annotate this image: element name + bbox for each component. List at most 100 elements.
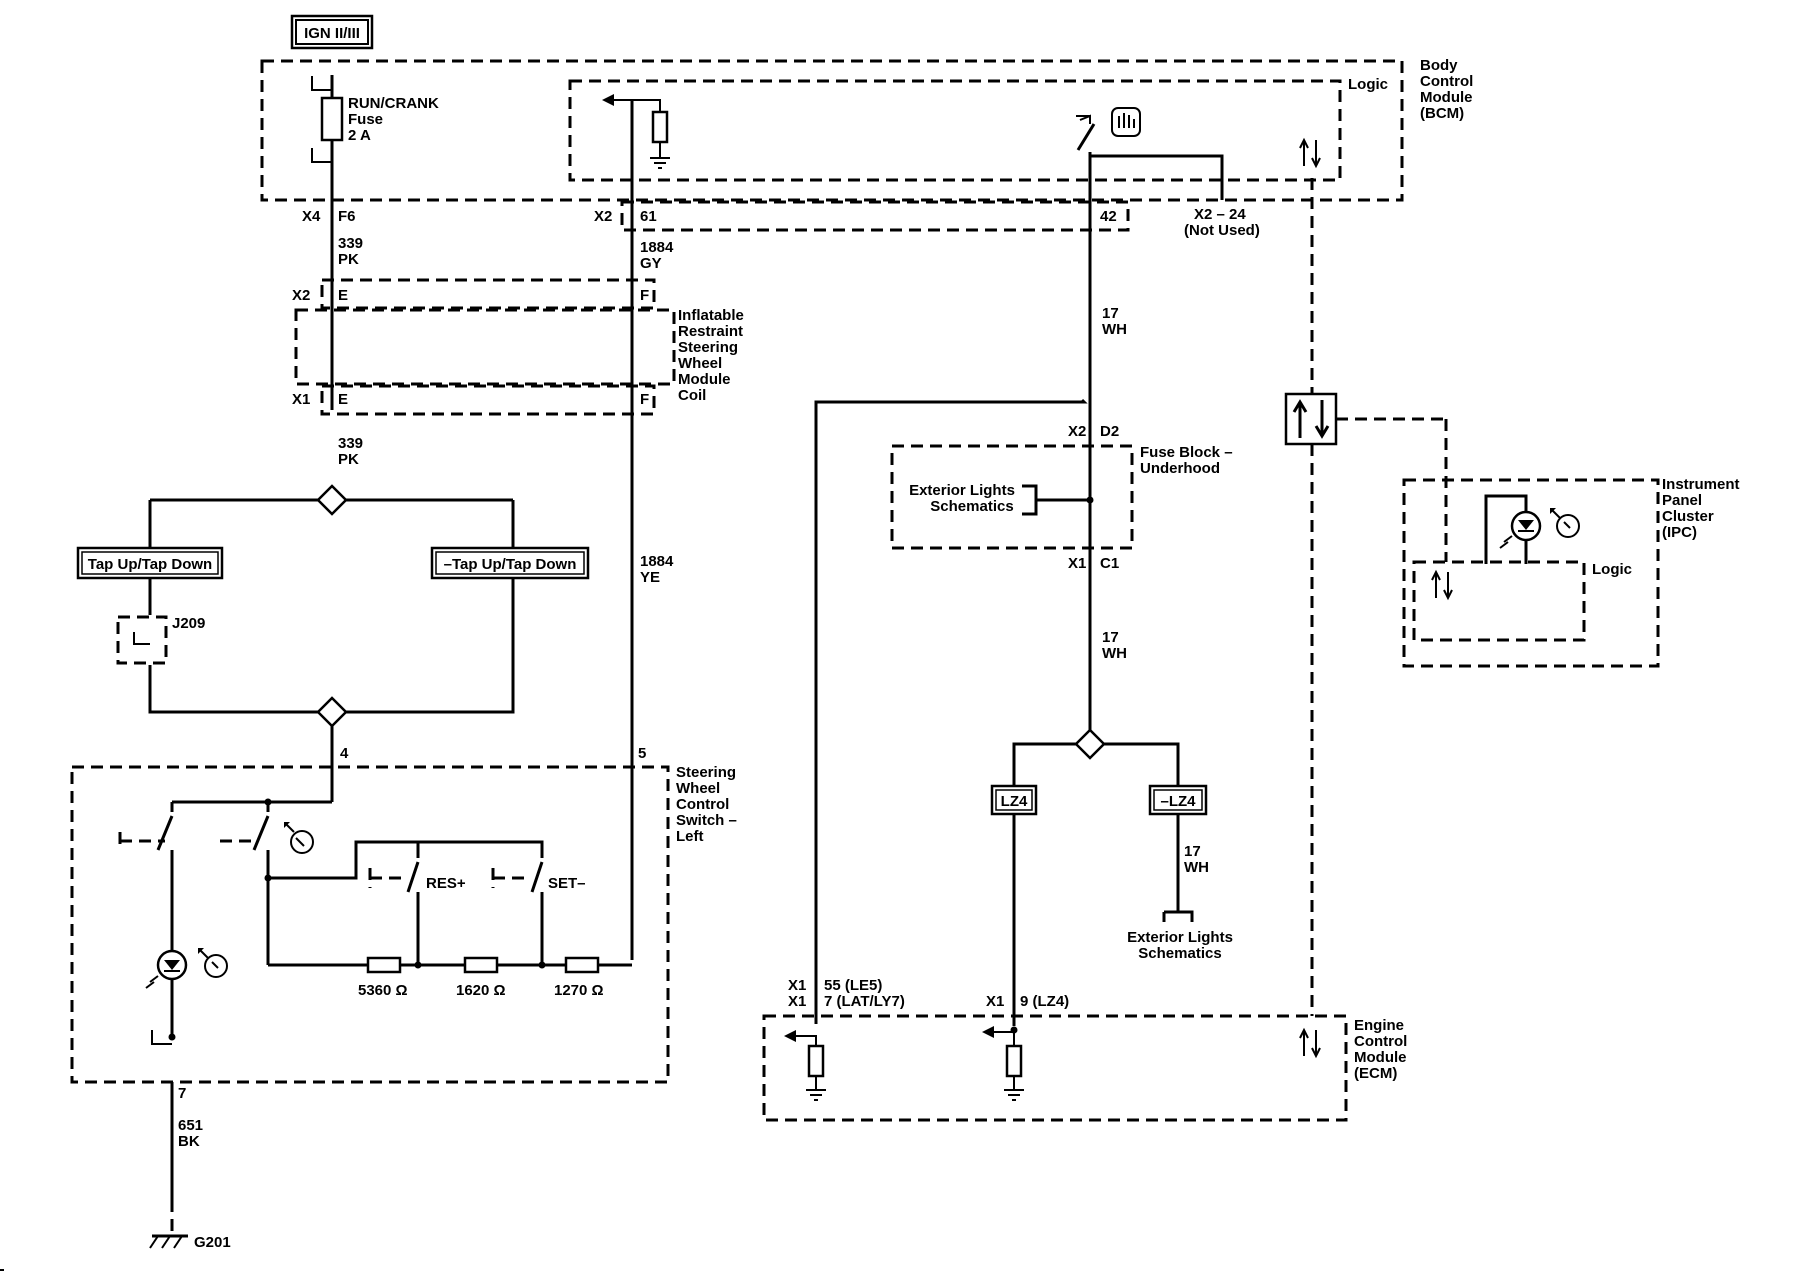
svg-text:Fuse: Fuse — [348, 111, 383, 128]
bcm-f6-label: F6 — [338, 208, 356, 225]
tap-updown-right-box: –Tap Up/Tap Down — [430, 546, 590, 580]
svg-text:Wheel: Wheel — [676, 780, 720, 797]
bcm-x2-24-label: X2 – 24 — [1194, 206, 1246, 223]
svg-text:17: 17 — [1102, 629, 1119, 646]
run-crank-fuse — [311, 75, 344, 410]
wire-1884-top-label: 1884 GY — [640, 239, 674, 272]
fuse-block-label: Fuse Block – Underhood — [1140, 444, 1233, 477]
coil-e-top: E — [338, 287, 348, 304]
wire-339-top-label: 339 PK — [338, 235, 363, 268]
ecm-pin9-label: 9 (LZ4) — [1020, 993, 1069, 1010]
ign-power-label: IGN II/III — [290, 14, 374, 50]
ecm-input-2 — [982, 1026, 1024, 1101]
svg-text:LZ4: LZ4 — [1001, 793, 1028, 810]
bcm-module-label: Body Control Module (BCM) — [1420, 57, 1473, 122]
coil-box — [294, 308, 676, 386]
svg-text:Schematics: Schematics — [1138, 945, 1221, 962]
fb-d2-label: D2 — [1100, 423, 1119, 440]
svg-text:17: 17 — [1102, 305, 1119, 322]
resistor-1270-label: 1270 Ω — [554, 982, 604, 999]
svg-text:Restraint: Restraint — [678, 323, 743, 340]
swc-pin4-label: 4 — [340, 745, 349, 762]
svg-text:Inflatable: Inflatable — [678, 307, 744, 324]
fb-c1-label: C1 — [1100, 555, 1119, 572]
wire-17-b-label: 17 WH — [1102, 629, 1127, 662]
svg-text:Wheel: Wheel — [678, 355, 722, 372]
ecm-module-box — [762, 1014, 1348, 1122]
fb-ext-lights-label: Exterior Lights Schematics — [909, 482, 1015, 515]
swc-pin5-label: 5 — [638, 745, 646, 762]
fuse-block-box — [890, 444, 1134, 550]
svg-text:IGN II/III: IGN II/III — [304, 25, 360, 42]
ecm-x1-c: X1 — [986, 993, 1004, 1010]
svg-text:Steering: Steering — [678, 339, 738, 356]
resistor-5360-label: 5360 Ω — [358, 982, 408, 999]
stop-hand-icon — [1111, 107, 1141, 137]
svg-text:Engine: Engine — [1354, 1017, 1404, 1034]
coil-e-bot: E — [338, 391, 348, 408]
svg-text:Module: Module — [1420, 89, 1473, 106]
fuse-label: RUN/CRANK Fuse 2 A — [348, 95, 439, 144]
ecm-module-label: Engine Control Module (ECM) — [1354, 1017, 1407, 1082]
svg-text:RUN/CRANK: RUN/CRANK — [348, 95, 439, 112]
svg-text:–LZ4: –LZ4 — [1160, 793, 1196, 810]
ecm-input-1 — [784, 1030, 826, 1101]
svg-text:1884: 1884 — [640, 553, 674, 570]
wire-17-c-label: 17 WH — [1184, 843, 1209, 876]
svg-text:J209: J209 — [172, 615, 205, 632]
swc-module-box — [70, 765, 670, 1084]
lz4-box: LZ4 — [990, 784, 1038, 816]
ecm-x1-a: X1 — [788, 977, 806, 994]
ecm-pin55-label: 55 (LE5) — [824, 977, 882, 994]
ecm-pin7-label: 7 (LAT/LY7) — [824, 993, 905, 1010]
svg-text:Body: Body — [1420, 57, 1458, 74]
ecm-x1-b: X1 — [788, 993, 806, 1010]
lz4-branch — [1012, 728, 1194, 1026]
ext-lights-bottom-label: Exterior Lights Schematics — [1127, 929, 1233, 962]
svg-text:Module: Module — [1354, 1049, 1407, 1066]
svg-text:Control: Control — [1354, 1033, 1407, 1050]
svg-text:651: 651 — [178, 1117, 203, 1134]
svg-text:Instrument: Instrument — [1662, 476, 1740, 493]
svg-text:(ECM): (ECM) — [1354, 1065, 1397, 1082]
res-plus-label: RES+ — [426, 875, 466, 892]
cruise-indicator-lamp — [145, 949, 188, 989]
svg-text:Underhood: Underhood — [1140, 460, 1220, 477]
ipc-data-arrows-icon — [1431, 569, 1453, 601]
bcm-logic-label: Logic — [1348, 76, 1388, 93]
svg-text:Control: Control — [676, 796, 729, 813]
ipc-logic-box — [1412, 560, 1586, 642]
coil-x2-label: X2 — [292, 287, 310, 304]
svg-text:Exterior Lights: Exterior Lights — [909, 482, 1015, 499]
svg-text:WH: WH — [1102, 321, 1127, 338]
svg-text:WH: WH — [1102, 645, 1127, 662]
ground-g201-symbol — [149, 1234, 188, 1249]
option-branch — [148, 484, 515, 802]
svg-text:Module: Module — [678, 371, 731, 388]
bcm-tap-input — [602, 94, 670, 960]
svg-text:(IPC): (IPC) — [1662, 524, 1697, 541]
bcm-module-box — [260, 59, 1404, 202]
coil-x2-connector — [320, 278, 656, 310]
bcm-data-arrows-icon — [1299, 137, 1321, 169]
wire-651-label: 651 BK — [178, 1117, 203, 1150]
fb-x2-label: X2 — [1068, 423, 1086, 440]
svg-text:YE: YE — [640, 569, 660, 586]
coil-label: Inflatable Restraint Steering Wheel Modu… — [678, 307, 744, 404]
swc-switch-network — [118, 798, 632, 1037]
svg-text:Left: Left — [676, 828, 704, 845]
bcm-x4-label: X4 — [302, 208, 321, 225]
svg-text:Coil: Coil — [678, 387, 706, 404]
svg-text:339: 339 — [338, 435, 363, 452]
coil-f-bot: F — [640, 391, 649, 408]
coil-x1-connector — [320, 384, 656, 416]
svg-text:PK: PK — [338, 251, 359, 268]
wire-1884-bot-label: 1884 YE — [640, 553, 674, 586]
svg-text:WH: WH — [1184, 859, 1209, 876]
svg-text:Schematics: Schematics — [930, 498, 1013, 515]
coil-f-top: F — [640, 287, 649, 304]
coil-x1-label: X1 — [292, 391, 310, 408]
ipc-module-label: Instrument Panel Cluster (IPC) — [1662, 476, 1740, 541]
bcm-pin61-label: 61 — [640, 208, 657, 225]
j209-connector: J209 — [116, 615, 205, 665]
